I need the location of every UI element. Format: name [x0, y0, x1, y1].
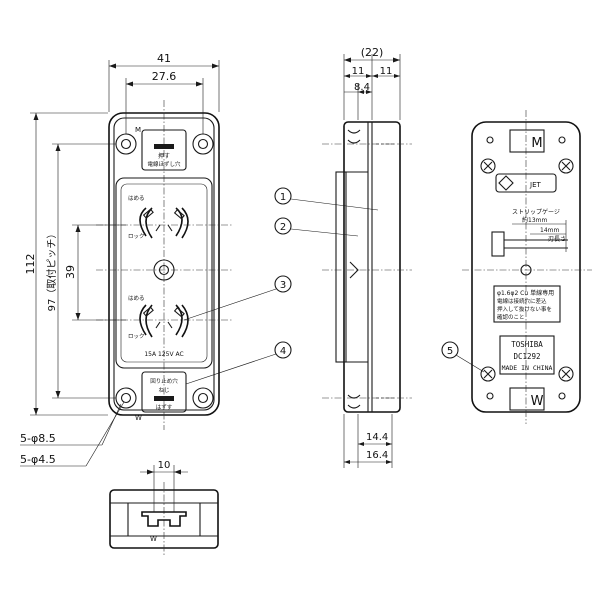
- corner-hole-br: [192, 387, 214, 409]
- side-view: (22) 11 11 8.4 14.4 16.4: [322, 46, 412, 468]
- rear-screw-tr: [558, 158, 574, 174]
- bottom-label-1: 回り止め穴: [150, 377, 178, 385]
- strip-gauge-label: ストリップゲージ: [512, 208, 560, 216]
- lower-hameru-label: はめる: [128, 295, 145, 302]
- corner-hole-tl: [115, 133, 137, 155]
- rear-screw-bl: [480, 366, 496, 382]
- center-hole: [153, 259, 175, 281]
- plug-slot-shape: [141, 511, 187, 527]
- bottom-release-slot: [154, 396, 174, 401]
- dim-side-84: 8.4: [354, 82, 370, 93]
- callouts: 1 2 3 4 5: [183, 187, 485, 385]
- corner-hole-bl: [115, 387, 137, 409]
- top-release-window: [141, 129, 187, 171]
- dim-outlet-pitch: 39: [64, 265, 77, 279]
- corner-hole-tr: [192, 133, 214, 155]
- made-in: MADE IN CHINA: [502, 364, 553, 372]
- svg-text:1: 1: [280, 192, 286, 203]
- top-release-slot: [154, 144, 174, 149]
- dim-side-164: 16.4: [366, 450, 388, 461]
- model-number: DC1292: [513, 352, 540, 361]
- dim-inner-width: 27.6: [152, 70, 177, 83]
- svg-text:2: 2: [280, 222, 286, 233]
- rear-window-bottom: [509, 387, 545, 411]
- brand-name: TOSHIBA: [511, 340, 543, 349]
- callout-1: 1: [274, 187, 379, 211]
- brand-box: [499, 335, 555, 375]
- rear-window-top: [509, 129, 545, 153]
- strip-len-2: 14mm: [540, 227, 559, 234]
- wire-note-2: 押入して抜けない事を: [497, 305, 552, 313]
- wire-note-1: 電線は接続穴に差込: [497, 297, 547, 305]
- svg-text:5: 5: [447, 346, 453, 357]
- mark-top-m: M: [135, 126, 141, 134]
- bottom-label-3: はずす: [156, 403, 173, 411]
- dim-side-right: 11: [380, 66, 393, 77]
- dim-slot: 10: [158, 460, 171, 471]
- top-label-2: 電線ほずし穴: [147, 160, 181, 168]
- rear-mark-bottom: W: [531, 394, 544, 409]
- top-label-1: 押す: [158, 152, 170, 160]
- upper-rokku-label: ロック: [128, 233, 145, 240]
- wire-spec: φ1.6φ2 Cu 単線専用: [497, 289, 554, 297]
- upper-hameru-label: はめる: [128, 195, 145, 202]
- callout-3: 3: [183, 275, 292, 321]
- front-view: 押す 電線ほずし穴 M はめる ロック はめる ロック: [20, 52, 232, 467]
- bottom-label-2: ねじ: [158, 387, 169, 394]
- mark-bottom-w: W: [135, 414, 142, 422]
- bottom-release-window: [141, 371, 187, 413]
- callout-5: 5: [441, 341, 485, 373]
- dim-width: 41: [157, 52, 171, 65]
- rear-screw-br: [558, 366, 574, 382]
- rating-label: 15A 125V AC: [144, 351, 183, 358]
- hole-note-large: 5-φ8.5: [20, 432, 56, 445]
- lower-rokku-label: ロック: [128, 333, 145, 340]
- hole-note-small: 5-φ4.5: [20, 453, 56, 466]
- wire-note-3: 確認のこと: [497, 313, 525, 321]
- callout-4: 4: [185, 341, 292, 385]
- jet-badge: JET: [529, 181, 541, 189]
- side-protrusion: [335, 171, 347, 363]
- rear-mark-top: M: [531, 136, 542, 151]
- rear-view: M JET ストリップゲージ 約13mm 14mm 刃長さ φ1.6φ2 Cu …: [462, 110, 592, 424]
- wire-spec-box: [493, 285, 561, 323]
- dim-side-left: 11: [352, 66, 365, 77]
- dim-side-total: (22): [361, 46, 384, 59]
- outlet-upper: はめる ロック: [128, 195, 189, 240]
- strip-gauge-block: [491, 231, 505, 257]
- strip-len-1: 約13mm: [522, 216, 547, 224]
- receptacle-frame-inner: [120, 183, 208, 363]
- outlet-lower: はめる ロック: [128, 295, 189, 340]
- svg-text:4: 4: [280, 346, 286, 357]
- callout-2: 2: [274, 217, 359, 237]
- rear-screw-tl: [480, 158, 496, 174]
- bottom-view: W 10: [109, 460, 219, 556]
- jet-badge-frame: [495, 173, 557, 193]
- receptacle-frame: [115, 177, 213, 369]
- dim-side-144: 14.4: [366, 432, 388, 443]
- bottom-view-mark: W: [150, 535, 157, 543]
- dim-height: 112: [24, 254, 37, 275]
- svg-text:3: 3: [280, 280, 286, 291]
- dim-pitch: 97（取付ピッチ）: [45, 229, 58, 312]
